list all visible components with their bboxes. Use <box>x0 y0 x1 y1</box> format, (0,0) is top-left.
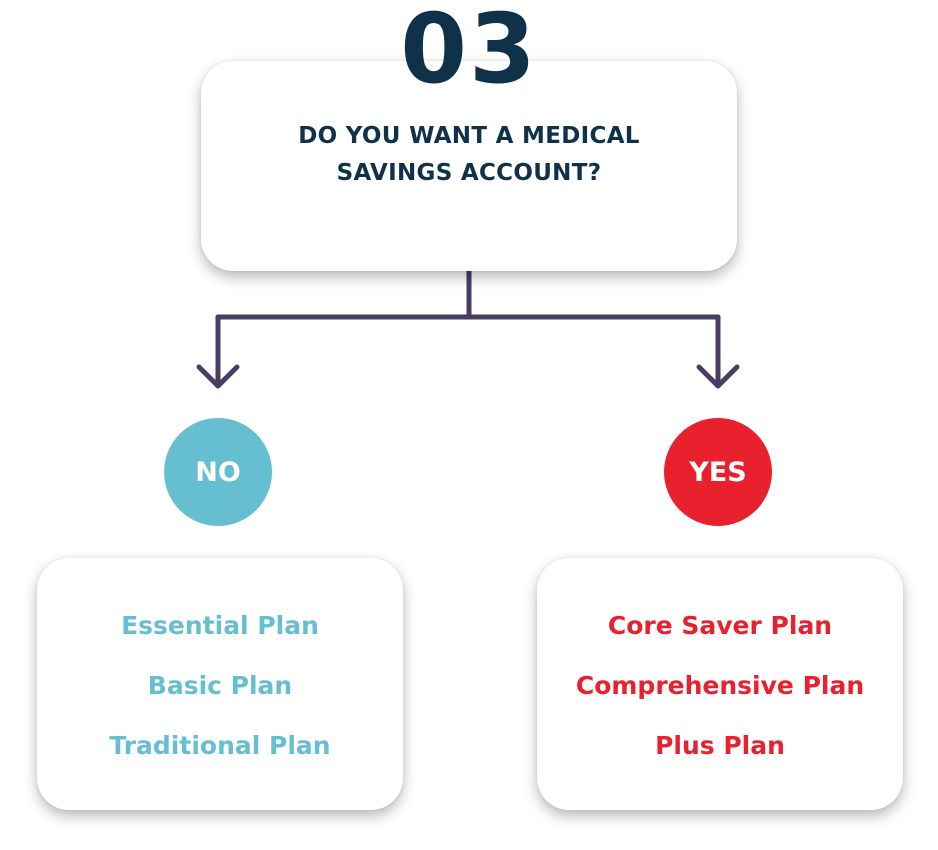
plan-item-plus: Plus Plan <box>655 731 785 760</box>
yes-branch-label: YES <box>689 456 747 488</box>
yes-arrowhead-icon <box>696 364 740 389</box>
yes-plans-card: Core Saver Plan Comprehensive Plan Plus … <box>537 558 903 810</box>
plan-item-comprehensive: Comprehensive Plan <box>575 671 865 700</box>
question-card: DO YOU WANT A MEDICAL SAVINGS ACCOUNT? <box>201 61 737 271</box>
step-number: 03 <box>400 0 538 105</box>
plan-item-traditional: Traditional Plan <box>109 731 331 760</box>
plan-item-core-saver: Core Saver Plan <box>607 611 833 640</box>
no-branch-badge: NO <box>164 418 272 526</box>
plan-item-basic: Basic Plan <box>147 671 293 700</box>
no-arrowhead-icon <box>196 364 240 389</box>
plan-item-essential: Essential Plan <box>121 611 319 640</box>
no-plans-card: Essential Plan Basic Plan Traditional Pl… <box>37 558 403 810</box>
yes-branch-badge: YES <box>664 418 772 526</box>
question-text: DO YOU WANT A MEDICAL SAVINGS ACCOUNT? <box>298 123 640 186</box>
no-branch-label: NO <box>195 456 241 488</box>
